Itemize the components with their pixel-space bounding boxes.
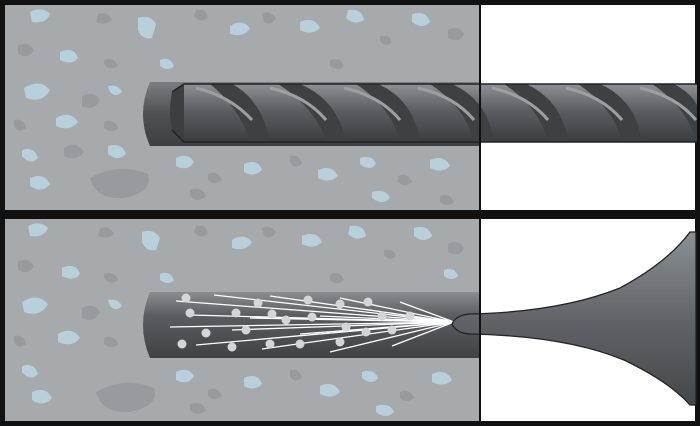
concrete-aggregate-top xyxy=(14,9,464,205)
concrete-aggregate-bottom xyxy=(14,223,464,416)
concrete-edge-line xyxy=(479,0,481,426)
blow-out-nozzle xyxy=(451,231,697,406)
panel-divider-horizontal xyxy=(0,210,700,219)
dust-particles xyxy=(177,293,415,352)
panel-drilling xyxy=(5,5,700,210)
drill-bit xyxy=(170,83,700,143)
panel-cleaning xyxy=(5,219,697,421)
